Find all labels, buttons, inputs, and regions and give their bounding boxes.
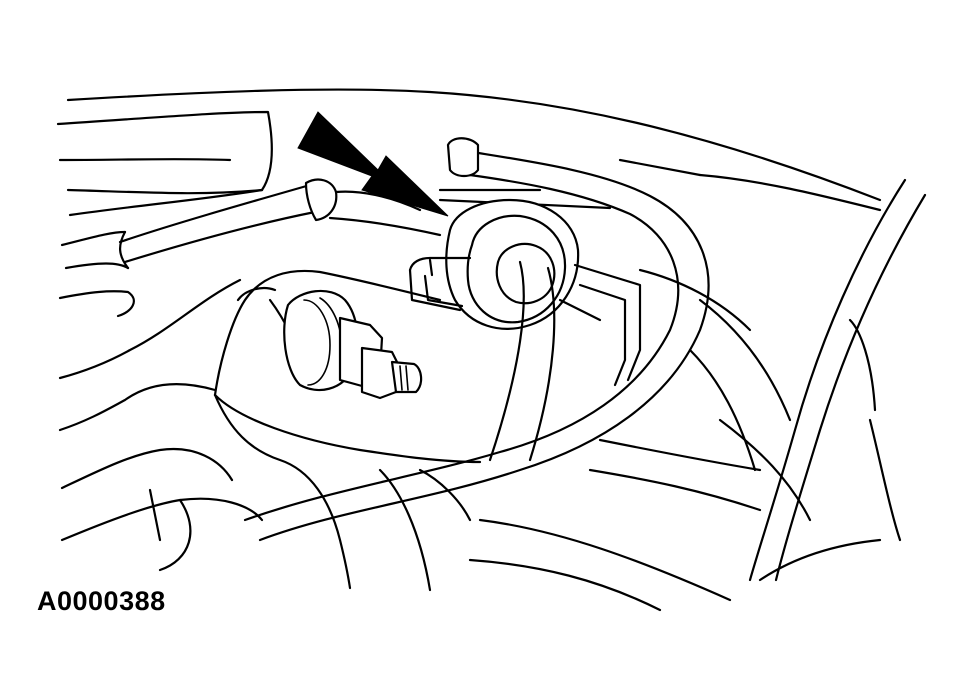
bushing-bracket <box>408 188 642 387</box>
stabilizer-bar <box>243 137 710 542</box>
link-rod <box>488 260 556 462</box>
bolt-assembly <box>283 289 423 400</box>
body-panel-outlines <box>56 88 882 572</box>
lower-suspension-lines <box>213 393 762 612</box>
upper-hose <box>118 178 442 264</box>
frame-rails <box>618 158 927 582</box>
pointer-arrow <box>297 111 449 217</box>
figure-id-label: A0000388 <box>37 586 166 616</box>
